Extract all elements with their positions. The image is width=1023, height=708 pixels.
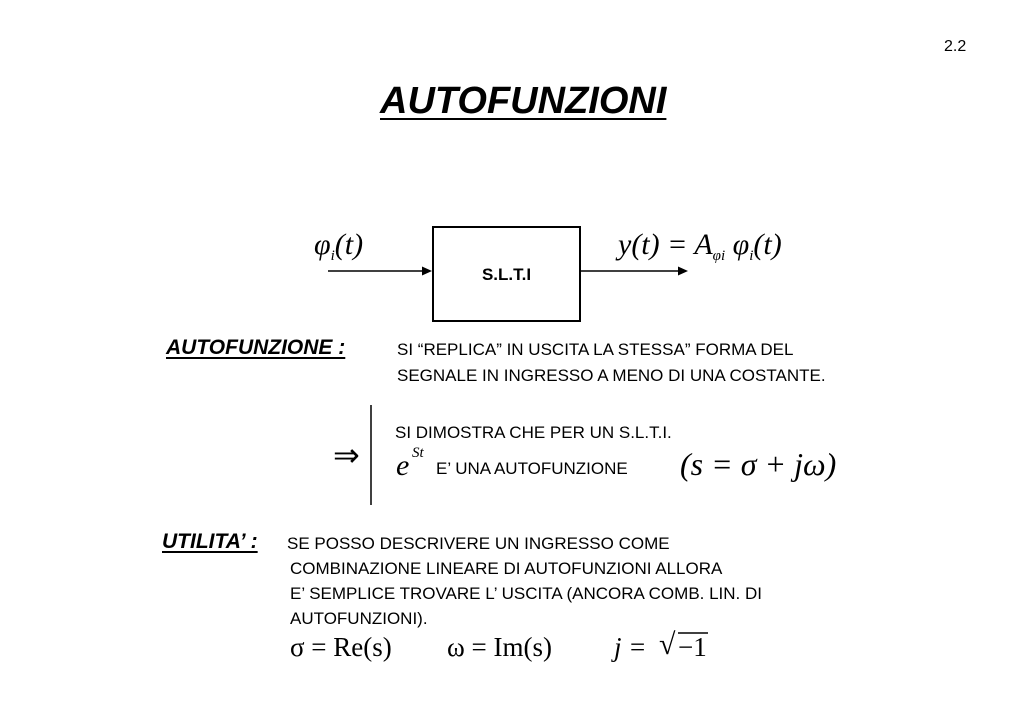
output-arrow-head bbox=[678, 266, 688, 276]
complex-frequency-formula: (s = σ + jω) bbox=[680, 446, 837, 482]
page-number: 2.2 bbox=[944, 38, 967, 55]
utility-line-2: COMBINAZIONE LINEARE DI AUTOFUNZIONI ALL… bbox=[290, 559, 723, 578]
system-box: S.L.T.I bbox=[432, 226, 581, 322]
exponential-base: e bbox=[396, 449, 410, 482]
utility-label: UTILITA’ : bbox=[162, 530, 258, 553]
input-signal-label: φi(t) bbox=[314, 228, 364, 264]
system-box-label: S.L.T.I bbox=[481, 265, 532, 284]
output-signal-label: y(t) = Aφi φi(t) bbox=[618, 228, 782, 264]
sqrt-icon: √ bbox=[659, 628, 676, 661]
eigenfunction-statement: E’ UNA AUTOFUNZIONE bbox=[436, 459, 628, 478]
utility-line-4: AUTOFUNZIONI). bbox=[290, 609, 428, 628]
implication-line-1: SI DIMOSTRA CHE PER UN S.L.T.I. bbox=[395, 423, 672, 442]
omega-formula: ω = Im(s) bbox=[447, 632, 552, 662]
definition-label: AUTOFUNZIONE : bbox=[166, 336, 346, 359]
exponential-power: St bbox=[412, 445, 424, 461]
implies-arrow: ⇒ bbox=[333, 437, 360, 473]
definition-line-2: SEGNALE IN INGRESSO A MENO DI UNA COSTAN… bbox=[397, 366, 826, 385]
page-title: AUTOFUNZIONI bbox=[380, 80, 667, 122]
j-formula-radicand: −1 bbox=[678, 632, 707, 662]
utility-line-3: E’ SEMPLICE TROVARE L’ USCITA (ANCORA CO… bbox=[290, 584, 763, 603]
utility-line-1: SE POSSO DESCRIVERE UN INGRESSO COME bbox=[287, 534, 670, 553]
definition-line-1: SI “REPLICA” IN USCITA LA STESSA” FORMA … bbox=[397, 340, 794, 359]
input-arrow-head bbox=[422, 266, 432, 276]
j-formula-lhs: j = bbox=[614, 632, 647, 662]
sigma-formula: σ = Re(s) bbox=[290, 632, 392, 662]
